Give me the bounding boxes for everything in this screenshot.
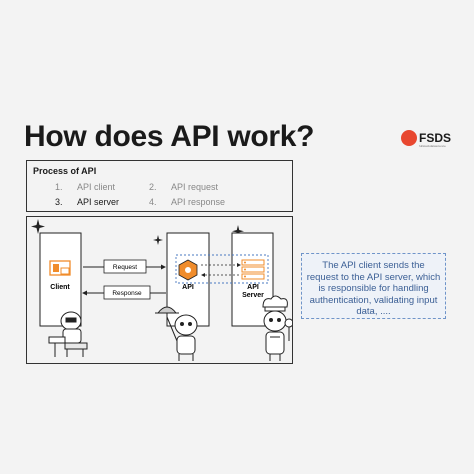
customer-robot-icon [48, 311, 88, 357]
step-4: 4. API response [149, 197, 225, 207]
callout-text: The API client sends the request to the … [306, 260, 441, 317]
response-label: Response [112, 290, 142, 297]
step-label: API client [77, 182, 116, 192]
api-diagram: Client API API Server Request [26, 216, 294, 364]
brand-tagline: fullstackdatascience [419, 144, 446, 148]
api-label: API [182, 284, 194, 291]
brand-mark-icon [401, 130, 417, 146]
step-number: 3. [55, 197, 63, 207]
step-label: API request [171, 182, 219, 192]
step-3: 3. API server [55, 197, 119, 207]
step-number: 1. [55, 182, 63, 192]
step-1: 1. API client [55, 182, 115, 192]
client-panel [39, 232, 82, 327]
response-box [103, 285, 151, 300]
explanation-callout: The API client sends the request to the … [301, 253, 446, 319]
step-number: 2. [149, 182, 157, 192]
step-2: 2. API request [149, 182, 218, 192]
chef-robot-icon [262, 295, 294, 361]
client-label: Client [50, 284, 70, 291]
server-label-line2: Server [242, 292, 264, 299]
request-box [103, 259, 147, 274]
waiter-robot-icon [155, 306, 198, 361]
api-diagram-svg: Client API API Server Request [31, 219, 294, 361]
client-computer-icon [49, 260, 71, 276]
step-label: API response [171, 197, 226, 207]
server-rack-icon [241, 259, 265, 280]
sparkle-icon [31, 219, 45, 234]
server-label-line1: API [247, 284, 259, 291]
sparkle-icon [232, 225, 244, 237]
api-server-connection-box [175, 254, 269, 284]
sparkle-icon [153, 235, 163, 245]
step-label: API server [77, 197, 120, 207]
brand-logo: FSDS fullstackdatascience [401, 130, 457, 152]
api-hexagon-icon [178, 259, 198, 281]
process-panel: Process of API 1. API client 2. API reques… [26, 160, 293, 212]
brand-name: FSDS [419, 131, 452, 145]
step-number: 4. [149, 197, 157, 207]
process-heading: Process of API [33, 166, 97, 176]
request-label: Request [113, 264, 137, 271]
page-title: How does API work? [24, 120, 315, 153]
